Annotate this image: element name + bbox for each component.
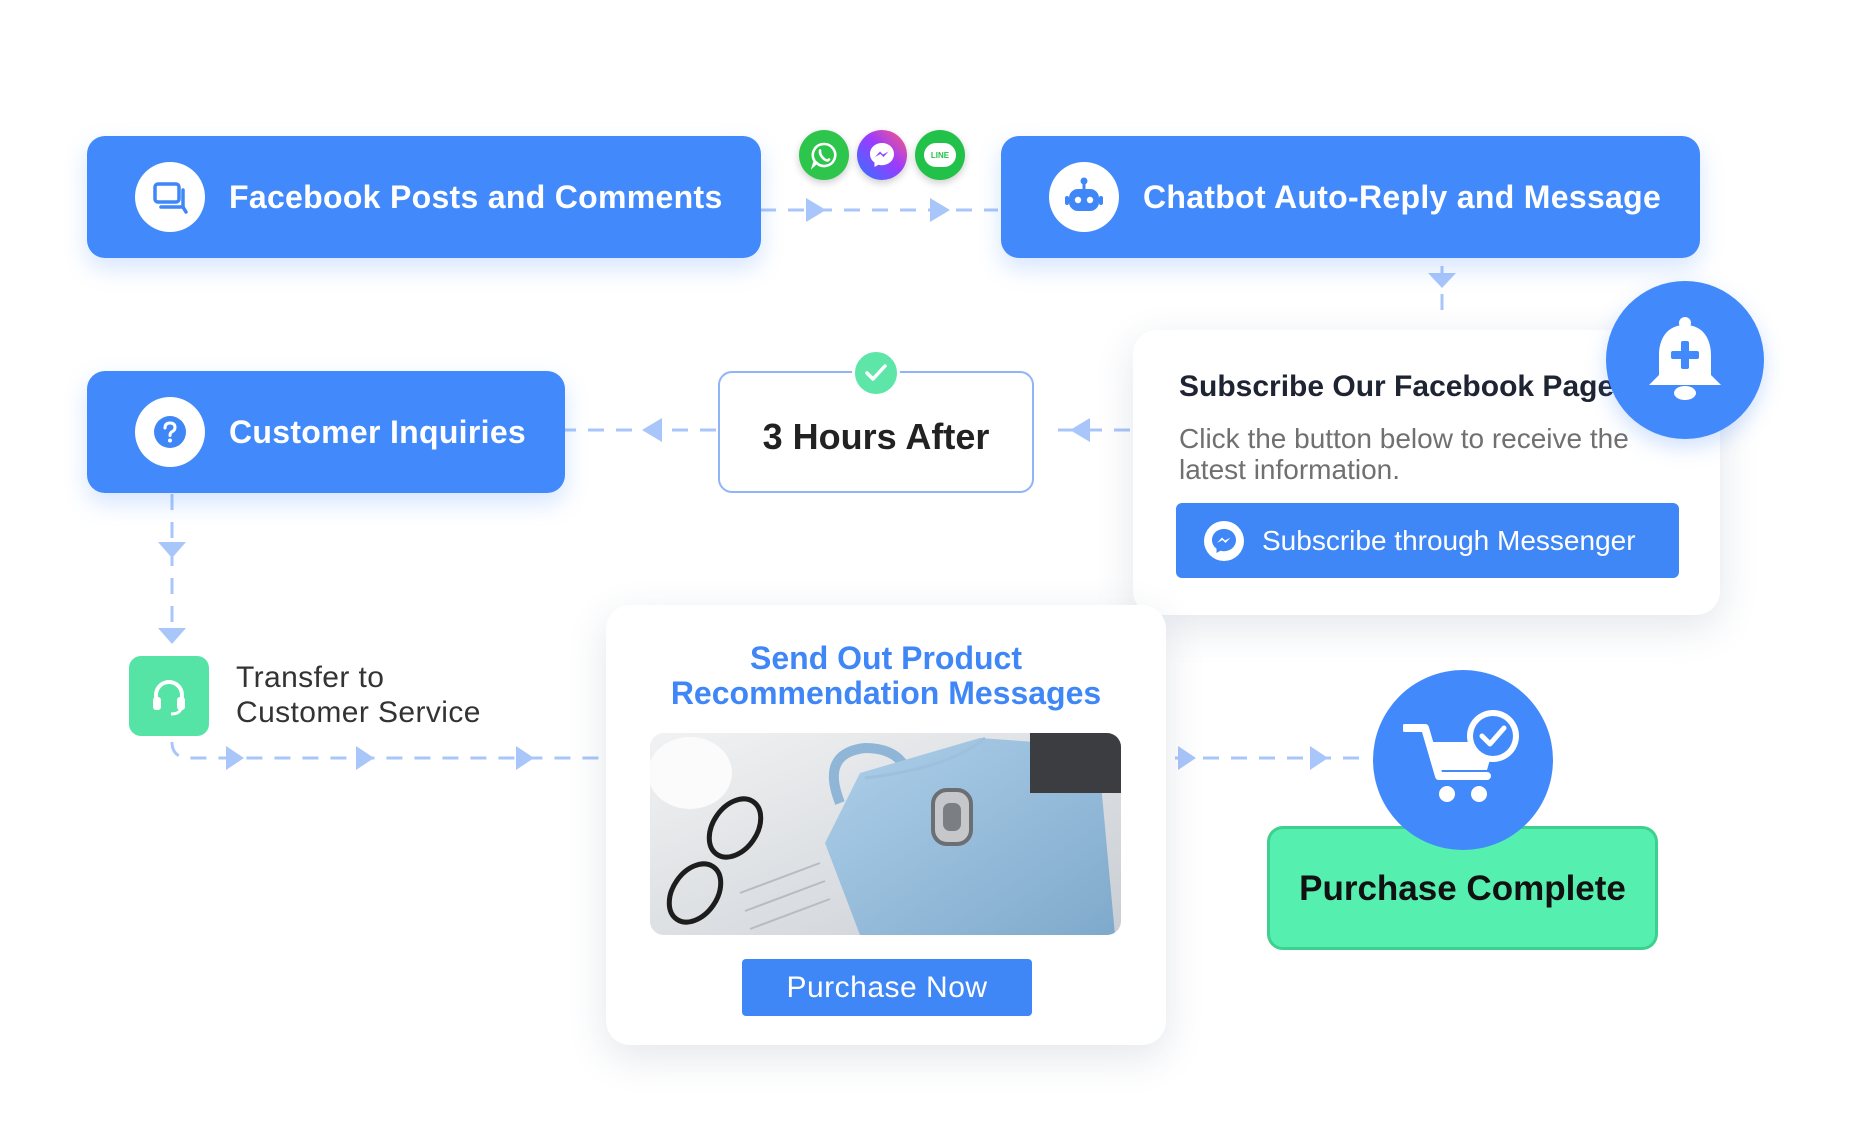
arrow-down xyxy=(158,542,186,558)
cart-check-icon xyxy=(1373,670,1553,850)
headset-icon xyxy=(129,656,209,736)
node-customer-inquiries[interactable]: Customer Inquiries xyxy=(87,371,565,493)
node-label: Customer Inquiries xyxy=(229,413,527,450)
arrow-left xyxy=(642,418,662,442)
arrow-right xyxy=(516,746,534,770)
messenger-icon xyxy=(1204,520,1244,561)
purchase-now-label: Purchase Now xyxy=(786,970,988,1004)
chat-bubble-icon xyxy=(135,162,205,232)
customer-service-label: Transfer to Customer Service xyxy=(236,661,481,729)
arrow-right xyxy=(806,198,826,222)
subscribe-button-label: Subscribe through Messenger xyxy=(1262,524,1636,556)
node-chatbot[interactable]: Chatbot Auto-Reply and Message xyxy=(1001,136,1700,258)
subscribe-description: Click the button below to receive the la… xyxy=(1179,423,1629,485)
check-icon xyxy=(852,349,900,397)
recommendation-title: Send Out Product Recommendation Messages xyxy=(670,640,1102,711)
line-logo-text: LINE xyxy=(930,150,950,160)
arrow-right xyxy=(356,746,374,770)
recommendation-card: Send Out Product Recommendation Messages xyxy=(606,605,1166,1045)
question-icon xyxy=(135,397,205,467)
arrow-right xyxy=(1178,746,1196,770)
arrow-right xyxy=(930,198,950,222)
arrow-right xyxy=(1310,746,1328,770)
purchase-now-button[interactable]: Purchase Now xyxy=(742,959,1032,1016)
purchase-complete-label: Purchase Complete xyxy=(1299,869,1626,908)
node-facebook-posts[interactable]: Facebook Posts and Comments xyxy=(87,136,761,258)
blue-handbag-photo xyxy=(650,733,1121,935)
subscribe-messenger-button[interactable]: Subscribe through Messenger xyxy=(1176,503,1679,578)
robot-icon xyxy=(1049,162,1119,232)
wait-label: 3 Hours After xyxy=(762,416,990,457)
line-icon: LINE xyxy=(915,130,965,180)
bell-plus-icon xyxy=(1606,281,1764,439)
messenger-icon xyxy=(857,130,907,180)
arrow-left xyxy=(1070,418,1090,442)
node-label: Chatbot Auto-Reply and Message xyxy=(1143,178,1662,215)
arrow-right xyxy=(226,746,244,770)
subscribe-title: Subscribe Our Facebook Page xyxy=(1179,370,1615,403)
arrow-down xyxy=(1428,273,1456,288)
node-label: Facebook Posts and Comments xyxy=(229,178,723,215)
arrow-down xyxy=(158,628,186,644)
whatsapp-icon xyxy=(799,130,849,180)
